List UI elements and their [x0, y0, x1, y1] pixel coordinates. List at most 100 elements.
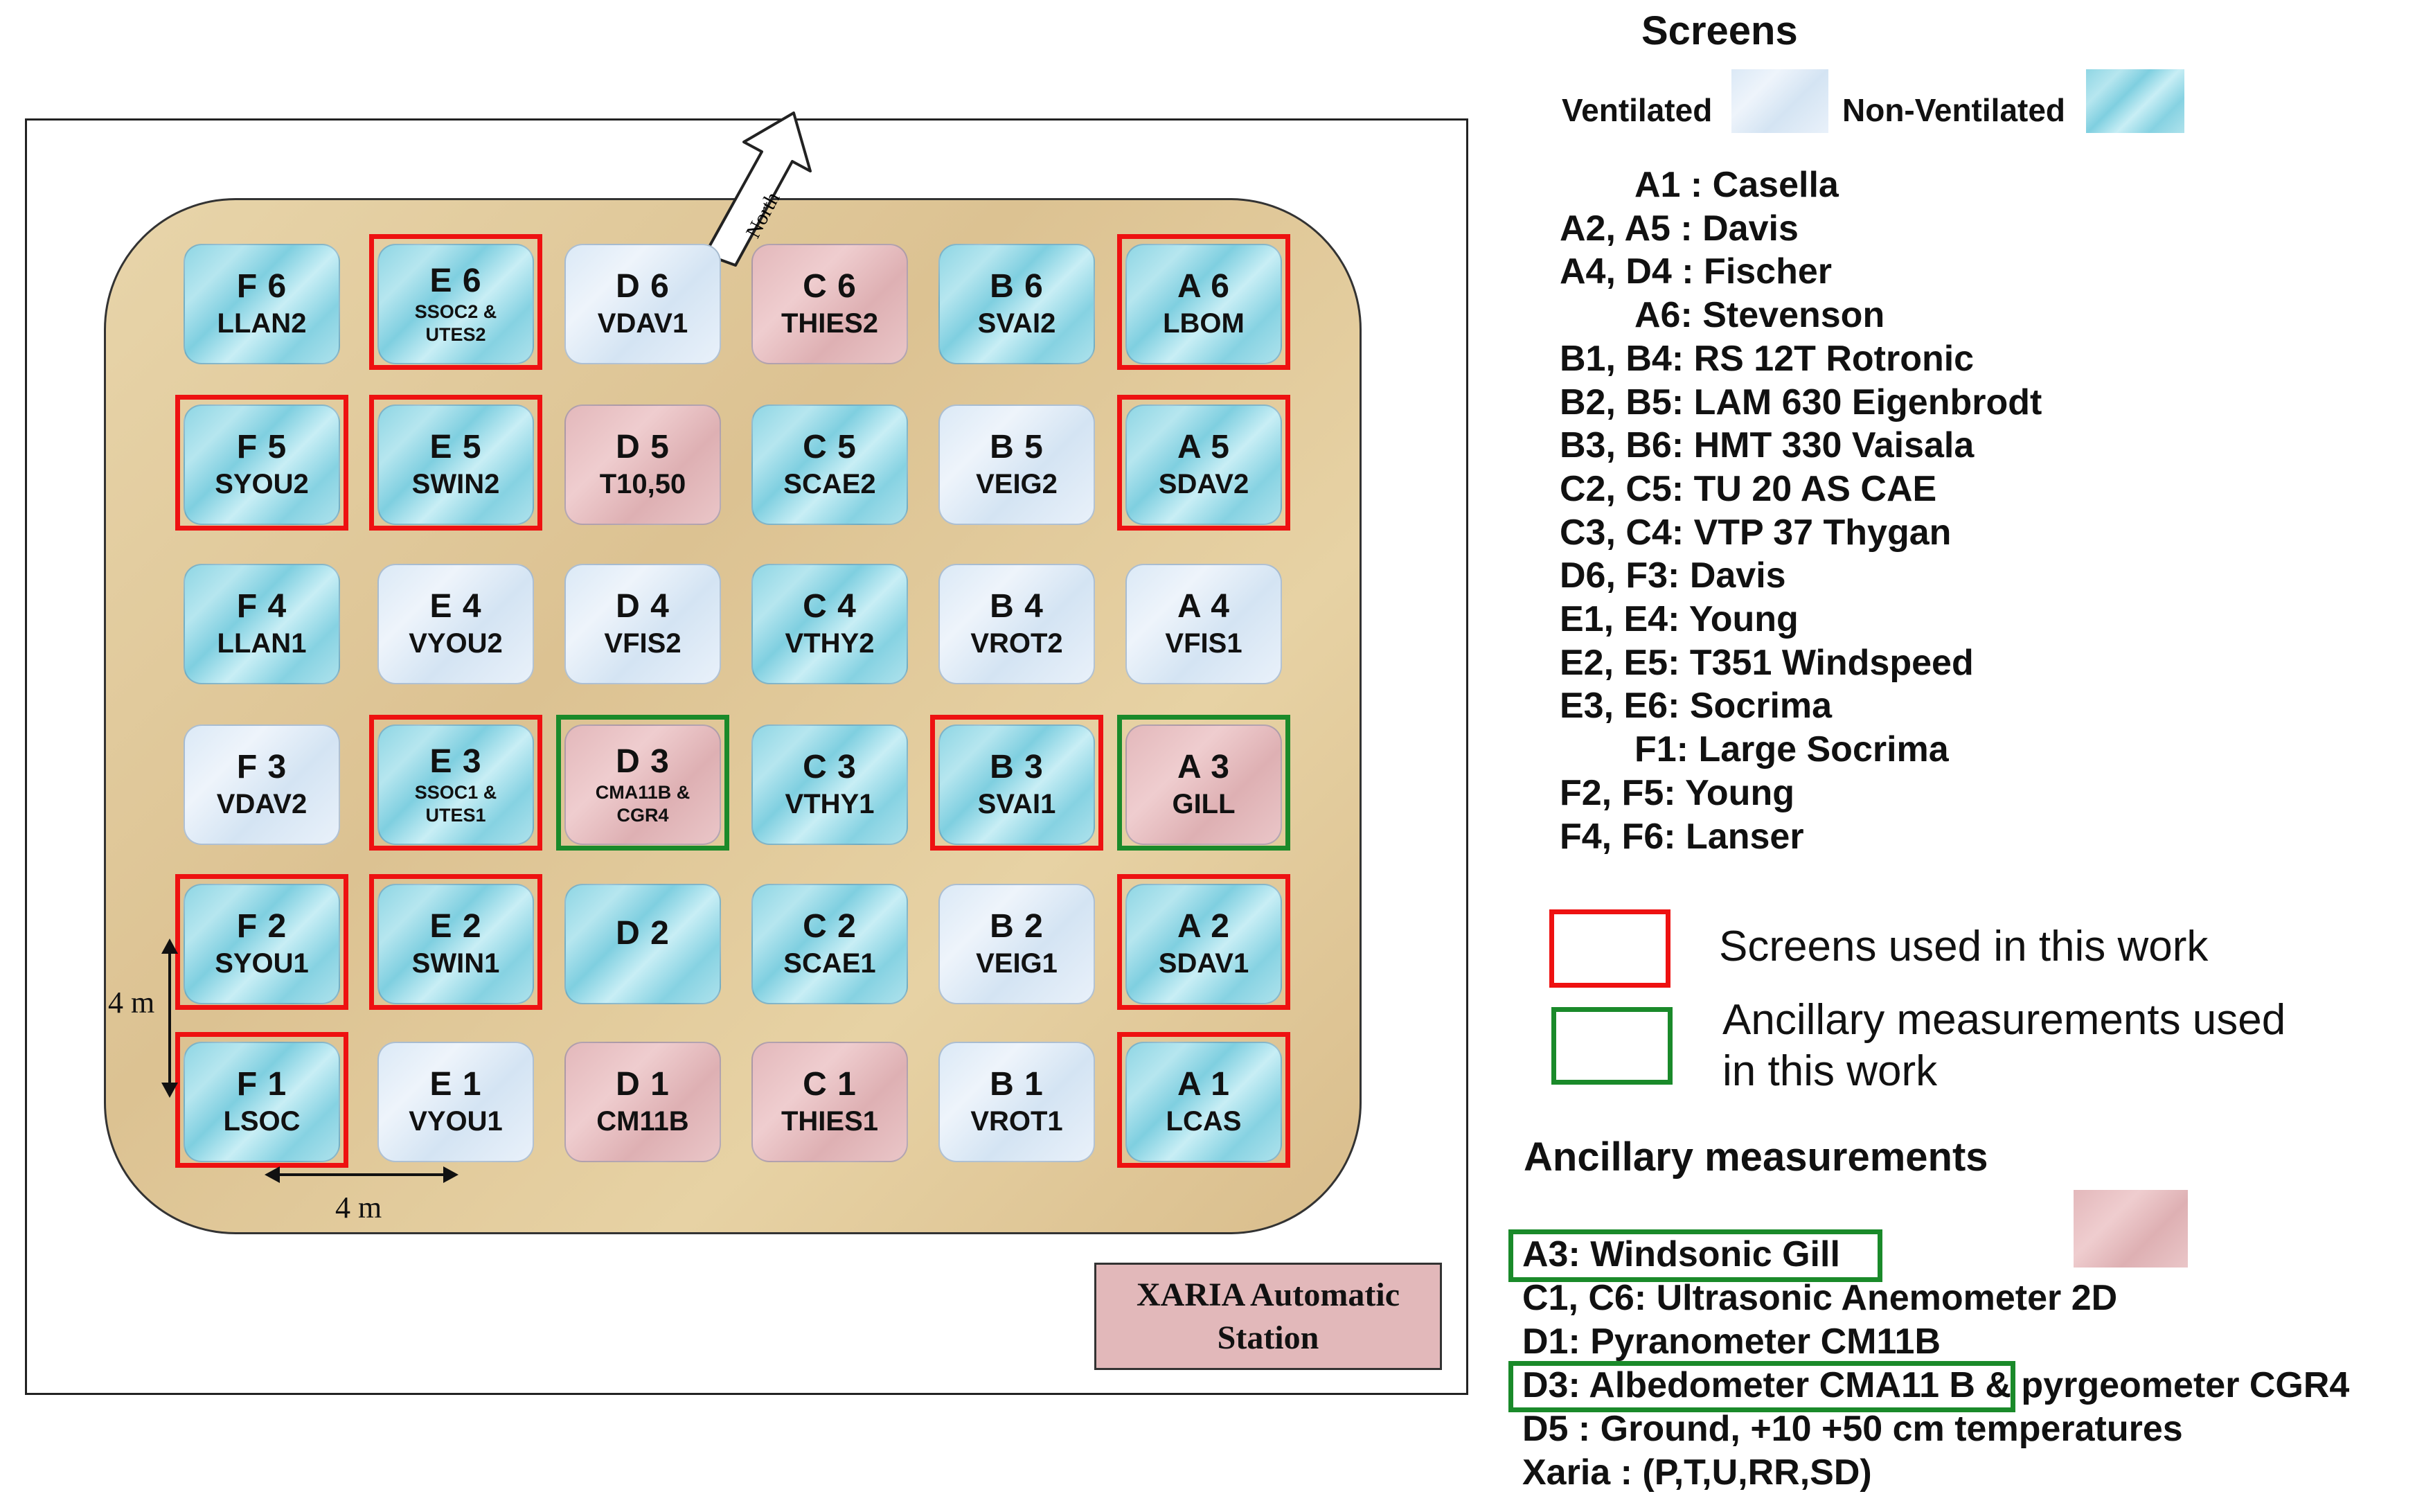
green-box-label-line2: in this work — [1722, 1047, 1938, 1095]
screen-label: SCAE1 — [783, 948, 876, 979]
non-ventilated-swatch — [2086, 69, 2184, 133]
red-box-label: Screens used in this work — [1719, 923, 2209, 970]
screen-label: SDAV2 — [1158, 469, 1249, 499]
used-screen-box — [175, 395, 348, 531]
instrument-item: B1, B4: RS 12T Rotronic — [1560, 338, 1975, 379]
ancillary-item: Xaria : (P,T,U,RR,SD) — [1522, 1452, 1872, 1493]
instrument-item: F4, F6: Lanser — [1560, 816, 1804, 857]
screen-label: VDAV2 — [216, 789, 308, 819]
screen-cell: A 5 SDAV2 — [1125, 404, 1282, 525]
used-screen-box — [175, 874, 348, 1010]
screen-code: E 4 — [429, 588, 482, 625]
ancillary-item: A3: Windsonic Gill — [1522, 1234, 1840, 1274]
screen-code: D 5 — [616, 429, 670, 465]
screen-label: CM11B — [596, 1106, 689, 1137]
screen-code: C 4 — [803, 588, 857, 625]
screen-label: SYOU2 — [215, 469, 309, 499]
screen-label: LLAN2 — [217, 308, 307, 339]
green-box-label-line1: Ancillary measurements used — [1722, 996, 2286, 1044]
used-screen-box — [369, 395, 542, 531]
screen-label: SVAI2 — [977, 308, 1056, 339]
screen-label: SCAE2 — [783, 469, 876, 499]
instrument-item: B3, B6: HMT 330 Vaisala — [1560, 425, 1975, 466]
screen-code: B 3 — [990, 749, 1044, 785]
screen-code: F 5 — [236, 429, 287, 465]
instrument-item: A1 : Casella — [1634, 165, 1839, 205]
screen-label: SDAV1 — [1158, 948, 1249, 979]
screen-code: A 3 — [1177, 749, 1230, 785]
screen-code: F 1 — [236, 1066, 287, 1103]
horizontal-dimension-label: 4 m — [335, 1191, 382, 1225]
screen-label: VFIS1 — [1165, 628, 1242, 659]
screen-code: E 3 — [429, 743, 482, 780]
screen-code: C 3 — [803, 749, 857, 785]
used-screen-box — [1117, 1032, 1290, 1168]
site-map-frame — [25, 118, 1468, 1395]
screen-code: F 4 — [236, 588, 287, 625]
screen-label: VDAV1 — [597, 308, 688, 339]
instrument-item: F1: Large Socrima — [1634, 729, 1949, 770]
vertical-dimension-label: 4 m — [108, 986, 155, 1020]
used-screen-box — [1117, 395, 1290, 531]
xaria-station-box: XARIA Automatic Station — [1094, 1263, 1442, 1370]
ancillary-item: D3: Albedometer CMA11 B & pyrgeometer CG… — [1522, 1365, 2350, 1405]
ventilated-swatch — [1731, 69, 1828, 133]
used-screen-box — [369, 234, 542, 370]
screen-code: D 2 — [616, 915, 670, 952]
green-box-a3 — [1508, 1229, 1882, 1282]
screen-label: VEIG2 — [976, 469, 1058, 499]
screen-code: B 6 — [990, 268, 1044, 305]
screen-cell: D 2 — [564, 884, 721, 1004]
screen-label: VYOU2 — [409, 628, 503, 659]
screen-cell: F 5 SYOU2 — [184, 404, 340, 525]
ancillary-title: Ancillary measurements — [1524, 1135, 1988, 1180]
vertical-dimension-arrow-icon — [161, 939, 178, 1098]
screen-cell: D 5 T10,50 — [564, 404, 721, 525]
screen-label: LLAN1 — [217, 628, 307, 659]
green-box-d3 — [1508, 1361, 2015, 1412]
screen-label: SVAI1 — [977, 789, 1056, 819]
screen-code: D 4 — [616, 588, 670, 625]
used-ancillary-box — [1117, 715, 1290, 851]
screen-label: THIES1 — [781, 1106, 879, 1137]
screen-label: CMA11B &CGR4 — [595, 782, 690, 826]
ventilated-label: Ventilated — [1562, 92, 1713, 128]
screen-code: F 6 — [236, 268, 287, 305]
screen-label: VROT1 — [970, 1106, 1063, 1137]
north-arrow-icon: North — [704, 112, 812, 267]
instrument-item: A4, D4 : Fischer — [1560, 251, 1833, 292]
screen-label: SWIN2 — [411, 469, 500, 499]
used-screen-box — [175, 1032, 348, 1168]
screen-label: GILL — [1172, 789, 1236, 819]
screen-code: D 6 — [616, 268, 670, 305]
used-screen-box — [1117, 874, 1290, 1010]
station-label-line1: XARIA Automatic — [1137, 1276, 1400, 1313]
screen-code: A 5 — [1177, 429, 1230, 465]
screen-code: E 2 — [429, 908, 482, 945]
screen-code: C 2 — [803, 908, 857, 945]
screen-code: C 5 — [803, 429, 857, 465]
instrument-item: E1, E4: Young — [1560, 599, 1799, 639]
instrument-item: C3, C4: VTP 37 Thygan — [1560, 512, 1952, 553]
ancillary-item: C1, C6: Ultrasonic Anemometer 2D — [1522, 1278, 2118, 1318]
screen-label: VYOU1 — [409, 1106, 503, 1137]
screen-label: T10,50 — [599, 469, 686, 499]
screen-label: SSOC2 &UTES2 — [414, 301, 497, 345]
horizontal-dimension-arrow-icon — [265, 1166, 458, 1183]
screen-code: E 1 — [429, 1066, 482, 1103]
